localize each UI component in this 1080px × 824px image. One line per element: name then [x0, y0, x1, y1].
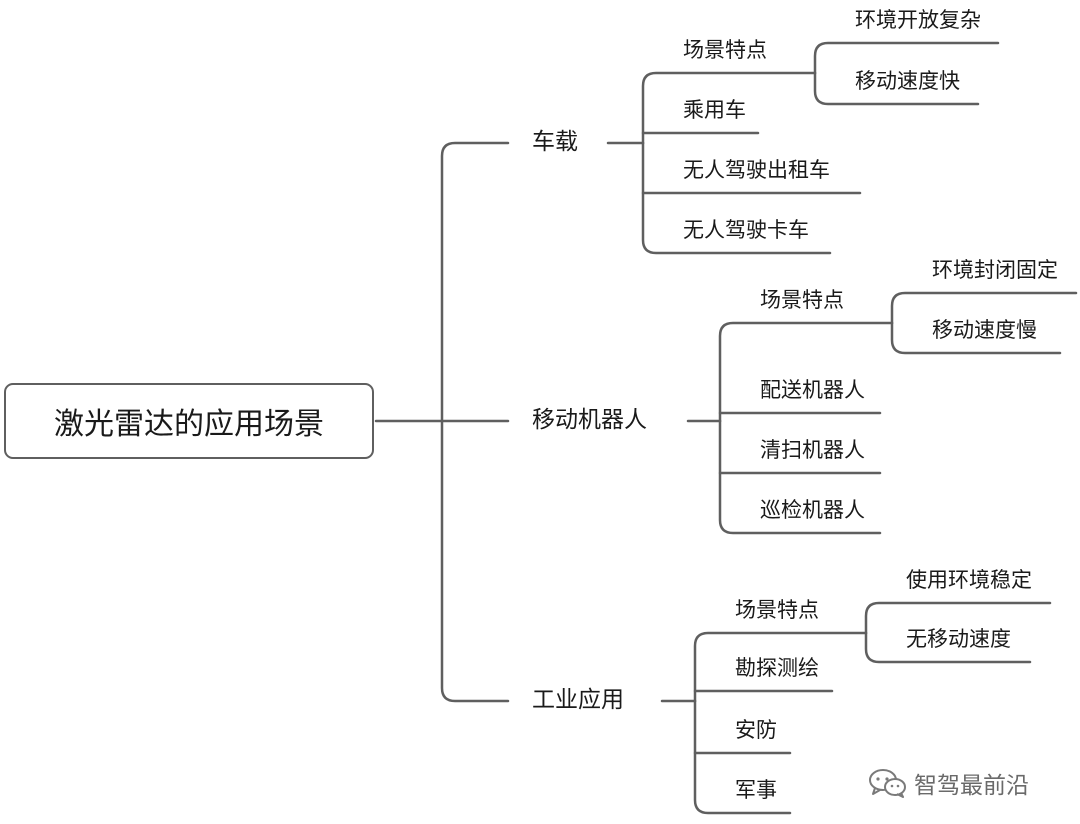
leaf-node[interactable]: 乘用车 [683, 98, 746, 122]
root-label: 激光雷达的应用场景 [54, 407, 324, 442]
leaf-node[interactable]: 无人驾驶卡车 [683, 218, 809, 242]
branch-node-industrial[interactable]: 工业应用 [532, 687, 624, 713]
connector [693, 631, 868, 703]
leaf-node[interactable]: 环境开放复杂 [855, 8, 981, 32]
leaf-node[interactable]: 无人驾驶出租车 [683, 158, 830, 182]
leaf-node[interactable]: 安防 [735, 718, 777, 742]
leaf-node[interactable]: 无移动速度 [906, 627, 1011, 651]
connector [890, 291, 1078, 325]
connector [693, 699, 792, 815]
leaf-node[interactable]: 环境封闭固定 [932, 258, 1058, 282]
leaf-node[interactable]: 场景特点 [735, 598, 819, 622]
leaf-node[interactable]: 场景特点 [683, 38, 767, 62]
leaf-node[interactable]: 移动速度快 [855, 69, 960, 93]
watermark: 智驾最前沿 [868, 766, 1029, 800]
watermark-label: 智驾最前沿 [914, 773, 1029, 799]
leaf-node[interactable]: 场景特点 [760, 288, 844, 312]
leaf-node[interactable]: 勘探测绘 [735, 656, 819, 680]
connector [890, 321, 1062, 355]
leaf-node[interactable]: 军事 [735, 778, 777, 802]
leaf-node[interactable]: 移动速度慢 [932, 318, 1037, 342]
connector [864, 601, 1052, 635]
leaf-node[interactable]: 使用环境稳定 [906, 568, 1032, 592]
branch-node-vehicle[interactable]: 车载 [532, 129, 578, 155]
leaf-node[interactable]: 清扫机器人 [760, 438, 865, 462]
leaf-node[interactable]: 巡检机器人 [760, 498, 865, 522]
connector [813, 71, 980, 106]
root-node[interactable]: 激光雷达的应用场景 [4, 383, 374, 459]
connector [718, 321, 894, 423]
connector [813, 41, 1000, 75]
connector [440, 141, 510, 423]
connector [440, 419, 510, 703]
connector [864, 631, 1032, 664]
connector [718, 419, 882, 535]
leaf-node[interactable]: 配送机器人 [760, 378, 865, 402]
connector [641, 141, 832, 255]
connector [641, 71, 817, 145]
branch-node-mobile-robot[interactable]: 移动机器人 [532, 407, 647, 433]
wechat-icon [868, 768, 908, 798]
